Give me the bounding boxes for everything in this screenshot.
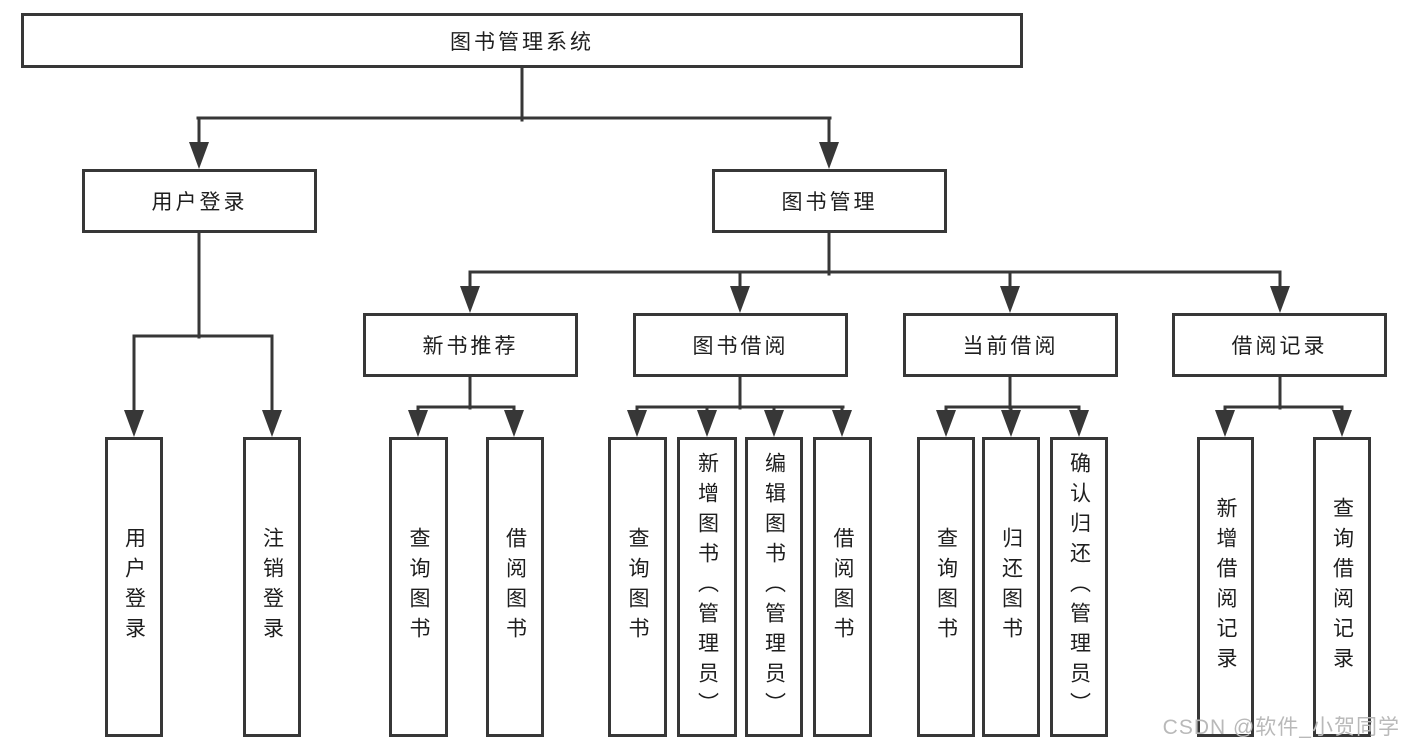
node-borrowing-records-label: 借阅记录 — [1231, 335, 1328, 358]
leaf-query-borrow-record-label: 查询借阅记录 — [1330, 497, 1354, 677]
leaf-return-book-label: 归还图书 — [999, 527, 1023, 647]
node-user-login-label: 用户登录 — [151, 191, 248, 214]
leaf-user-login: 用户登录 — [105, 437, 163, 737]
leaf-add-book-admin: 新增图书（管理员） — [677, 437, 737, 737]
leaf-query-books-3: 查询图书 — [917, 437, 975, 737]
node-root-label: 图书管理系统 — [450, 30, 594, 54]
leaf-query-borrow-record: 查询借阅记录 — [1313, 437, 1371, 737]
leaf-logout: 注销登录 — [243, 437, 301, 737]
leaf-query-books-2-label: 查询图书 — [626, 527, 649, 647]
leaf-query-books-2: 查询图书 — [608, 437, 667, 737]
node-current-borrowing-label: 当前借阅 — [962, 335, 1059, 358]
csdn-watermark: CSDN @软件_小贺同学 — [1162, 716, 1400, 739]
leaf-edit-book-admin: 编辑图书（管理员） — [745, 437, 803, 737]
node-book-borrowing-label: 图书借阅 — [692, 335, 789, 358]
arrowheads — [124, 142, 1352, 437]
leaf-query-books-3-label: 查询图书 — [934, 527, 958, 647]
leaf-add-book-admin-label: 新增图书（管理员） — [695, 452, 719, 722]
leaf-query-books-1-label: 查询图书 — [407, 527, 430, 647]
node-borrowing-records: 借阅记录 — [1172, 313, 1387, 377]
node-book-borrowing: 图书借阅 — [633, 313, 848, 377]
node-new-book-recommend-label: 新书推荐 — [422, 335, 519, 358]
leaf-edit-book-admin-label: 编辑图书（管理员） — [762, 452, 786, 722]
leaf-return-book: 归还图书 — [982, 437, 1040, 737]
leaf-borrow-books-2: 借阅图书 — [813, 437, 872, 737]
leaf-query-books-1: 查询图书 — [389, 437, 448, 737]
leaf-borrow-books-1-label: 借阅图书 — [503, 527, 527, 647]
node-book-management-label: 图书管理 — [781, 191, 878, 214]
leaf-logout-label: 注销登录 — [260, 527, 284, 647]
leaf-confirm-return-admin-label: 确认归还（管理员） — [1067, 452, 1091, 722]
node-book-management: 图书管理 — [712, 169, 947, 233]
node-root: 图书管理系统 — [21, 13, 1023, 68]
leaf-user-login-label: 用户登录 — [122, 527, 146, 647]
leaf-add-borrow-record: 新增借阅记录 — [1197, 437, 1254, 737]
leaf-borrow-books-2-label: 借阅图书 — [831, 527, 854, 647]
leaf-borrow-books-1: 借阅图书 — [486, 437, 544, 737]
leaf-add-borrow-record-label: 新增借阅记录 — [1214, 497, 1237, 677]
node-new-book-recommend: 新书推荐 — [363, 313, 578, 377]
node-user-login: 用户登录 — [82, 169, 317, 233]
leaf-confirm-return-admin: 确认归还（管理员） — [1050, 437, 1108, 737]
node-current-borrowing: 当前借阅 — [903, 313, 1118, 377]
